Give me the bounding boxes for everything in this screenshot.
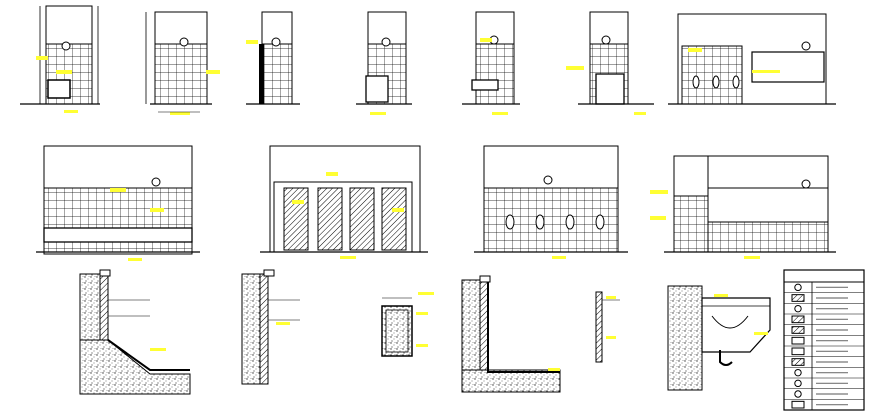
legend-circle-symbol [794, 368, 802, 377]
legend-hatch-symbol [791, 358, 805, 366]
legend-hatch-symbol [791, 315, 805, 324]
legend-circle-symbol [794, 304, 802, 313]
legend-circle-symbol [794, 379, 802, 388]
elevation-vanity [566, 11, 654, 115]
elevation-cubicle-partitions [260, 145, 428, 259]
legend-rect-symbol [791, 400, 805, 409]
elevation-toilet [20, 5, 100, 113]
elevation-sink [462, 11, 520, 115]
legend-rect-symbol [791, 336, 805, 345]
elevation-tiled-wall [145, 11, 220, 115]
detail-basin-mounting-section [667, 285, 771, 391]
legend-hatch-symbol [791, 294, 805, 302]
detail-sloped-floor-wall-junction [79, 269, 191, 395]
elevation-long-vanity-counter [36, 145, 200, 261]
elevation-urinal-row-with-mirror [668, 13, 836, 105]
detail-thin-wall-section [595, 291, 620, 363]
elevation-counter-with-basins [650, 155, 836, 259]
legend-hatch-symbol [791, 326, 805, 334]
legend-circle-symbol [794, 390, 802, 398]
detail-floor-wall-corner [461, 275, 561, 393]
detail-wall-cladding-section [241, 269, 300, 385]
legend-circle-symbol [794, 283, 802, 292]
legend-table [783, 269, 865, 411]
detail-column-section [381, 292, 434, 357]
elevation-urinal-row [474, 145, 628, 259]
elevation-cabinet [356, 11, 412, 115]
elevation-wall-section [246, 11, 300, 105]
legend-rect-symbol [791, 347, 805, 356]
